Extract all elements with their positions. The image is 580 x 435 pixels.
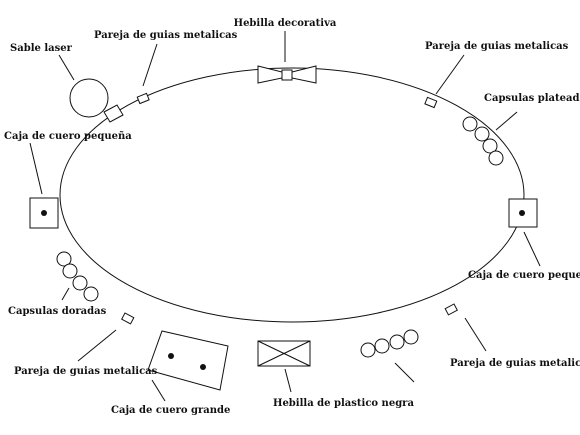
metal-guide-top-right <box>424 96 438 109</box>
silver-capsules <box>462 116 504 166</box>
small-leather-box-right <box>508 198 538 228</box>
label-sable-laser: Sable laser <box>10 43 73 54</box>
large-leather-box <box>147 330 229 391</box>
label-pareja-bottom-left: Pareja de guias metalicas <box>14 366 158 377</box>
label-pareja-top-right: Pareja de guias metalicas <box>425 41 569 52</box>
decorative-buckle <box>257 65 317 84</box>
belt-ring <box>59 67 525 323</box>
label-caja-grande: Caja de cuero grande <box>111 405 230 416</box>
label-caja-pequena-left: Caja de cuero pequeña <box>4 131 132 142</box>
label-caja-pequena-right: Caja de cuero pequeña <box>468 270 580 281</box>
label-pareja-top-left: Pareja de guias metalicas <box>94 30 238 41</box>
leader-lines <box>29 31 541 402</box>
metal-guide-bottom-right <box>444 303 458 316</box>
laser-saber <box>69 78 124 123</box>
label-hebilla-decorativa: Hebilla decorativa <box>234 18 337 29</box>
gold-capsules <box>56 251 99 302</box>
label-hebilla-plastico: Hebilla de plastico negra <box>273 398 414 409</box>
small-leather-box-left <box>29 197 59 229</box>
label-capsulas-doradas: Capsulas doradas <box>8 306 107 317</box>
label-pareja-bottom-right: Pareja de guias metalicas <box>450 358 580 369</box>
metal-guide-bottom-left <box>121 312 135 325</box>
black-plastic-buckle <box>257 340 311 367</box>
bottom-capsules <box>360 329 419 358</box>
label-capsulas-plateadas: Capsulas plateadas <box>484 93 580 104</box>
metal-guide-top-left <box>136 92 150 105</box>
